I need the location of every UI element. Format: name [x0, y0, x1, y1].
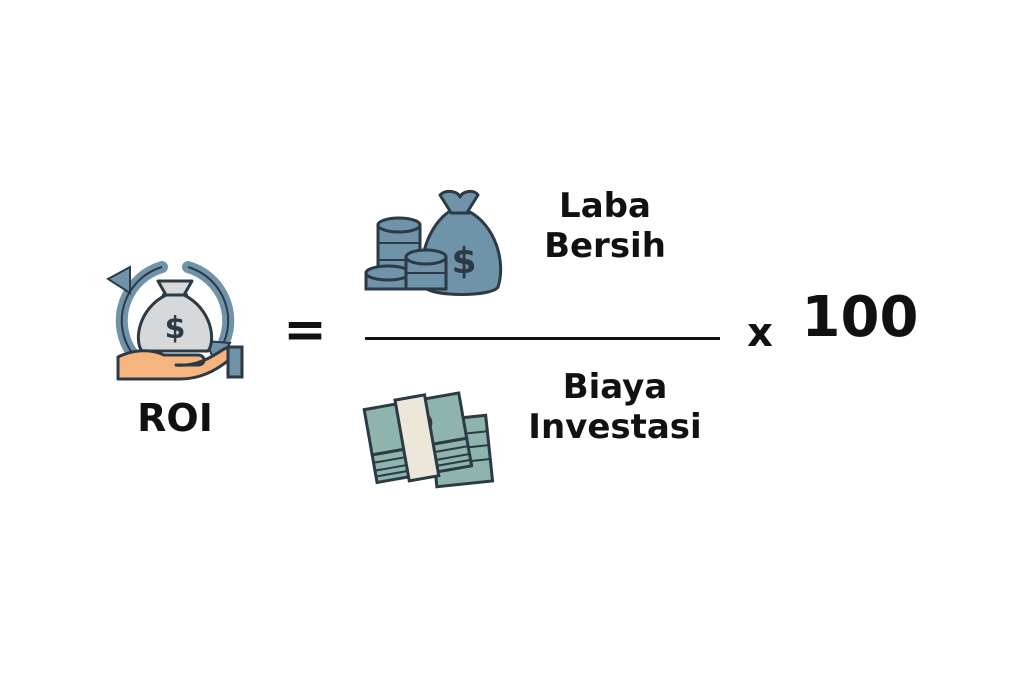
fraction-bar	[365, 337, 720, 340]
svg-text:$: $	[451, 241, 476, 282]
multiply-sign: x	[747, 310, 773, 356]
numerator-line-1: Laba	[559, 186, 651, 226]
denominator-line-1: Biaya	[562, 367, 668, 407]
numerator-label: Laba Bersih	[530, 186, 680, 266]
roi-label: ROI	[137, 396, 213, 440]
equals-sign: =	[283, 300, 327, 360]
numerator-line-2: Bersih	[544, 226, 666, 267]
denominator-line-2: Investasi	[528, 407, 702, 448]
cash-stacks-icon	[362, 378, 497, 496]
money-bag-hand-cycle-icon: $	[100, 245, 250, 385]
svg-text:$: $	[165, 311, 186, 346]
denominator-label: Biaya Investasi	[515, 367, 715, 447]
coins-money-bag-icon: $	[360, 185, 508, 300]
multiplier-value: 100	[801, 285, 919, 350]
